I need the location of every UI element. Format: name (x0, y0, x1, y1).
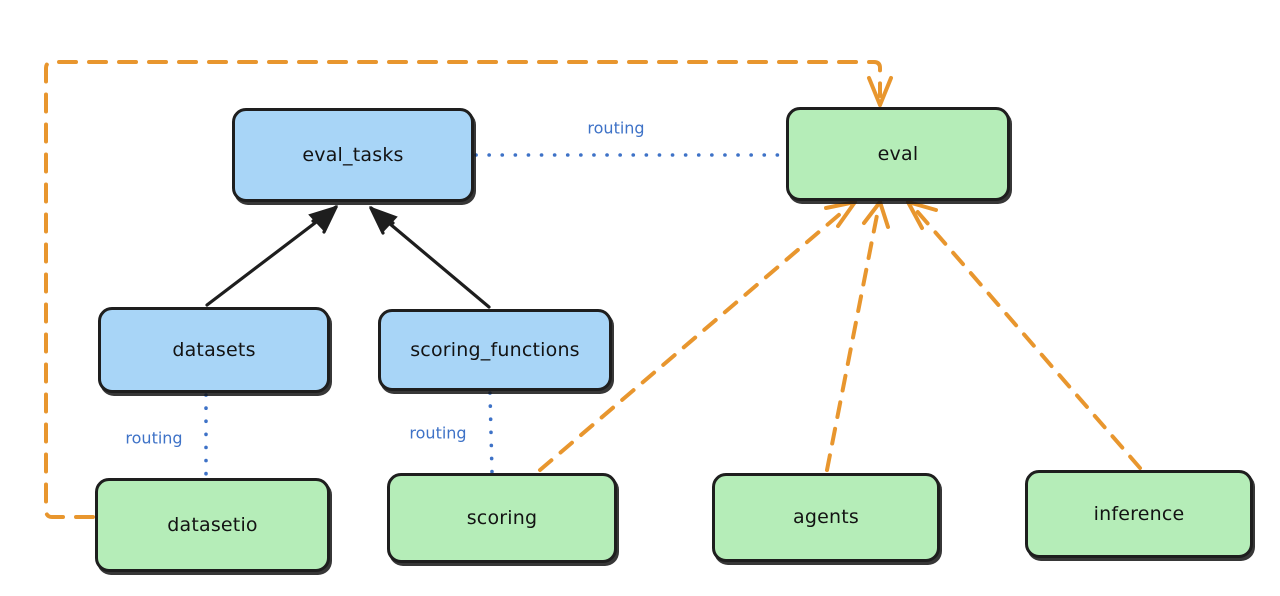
node-scoring-label: scoring (466, 506, 538, 529)
node-agents-label: agents (793, 506, 859, 529)
node-datasets-label: datasets (172, 338, 256, 361)
node-eval-tasks[interactable]: eval_tasks (232, 108, 474, 202)
node-scoring-functions-label: scoring_functions (410, 338, 580, 361)
node-eval[interactable]: eval (786, 107, 1010, 201)
node-datasetio-label: datasetio (167, 513, 258, 536)
node-datasets[interactable]: datasets (98, 307, 330, 393)
edge-scoring_functions-to-eval_tasks (368, 206, 491, 309)
edge-datasets-to-eval_tasks (205, 205, 339, 307)
edge-label-routing-datasetio: routing (125, 428, 183, 448)
node-scoring-functions[interactable]: scoring_functions (378, 309, 612, 391)
node-inference[interactable]: inference (1025, 470, 1253, 558)
node-scoring[interactable]: scoring (387, 473, 617, 563)
edge-agents-to-eval (825, 200, 890, 472)
node-eval-label: eval (877, 142, 919, 165)
node-eval-tasks-label: eval_tasks (302, 143, 404, 166)
node-datasetio[interactable]: datasetio (95, 478, 330, 572)
edge-label-routing-eval: routing (587, 118, 645, 138)
node-inference-label: inference (1093, 502, 1185, 525)
node-agents[interactable]: agents (712, 473, 940, 562)
edge-label-routing-scoring: routing (409, 423, 467, 443)
edge-scoring_functions-to-scoring (488, 391, 494, 474)
edge-scoring-to-eval (538, 200, 857, 472)
edge-datasetio-to-eval (44, 60, 893, 519)
edge-inference-to-eval (906, 200, 1142, 470)
